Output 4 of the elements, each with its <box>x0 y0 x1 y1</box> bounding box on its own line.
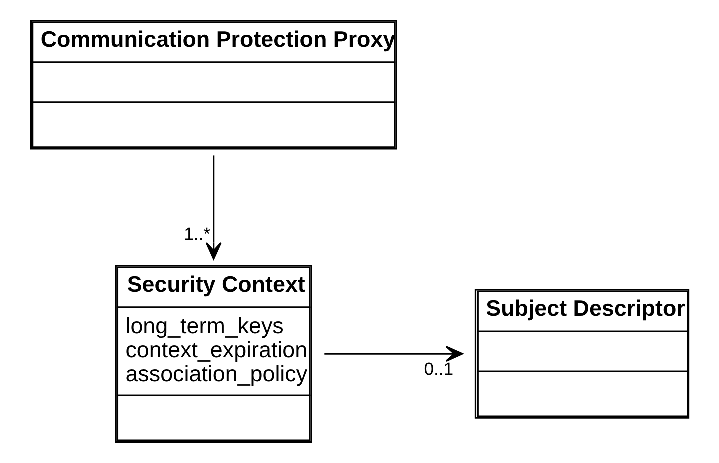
edge-label: 0..1 <box>424 359 454 380</box>
arrow <box>324 346 463 362</box>
arrow <box>205 156 222 260</box>
edge-label: 1..* <box>184 224 210 244</box>
